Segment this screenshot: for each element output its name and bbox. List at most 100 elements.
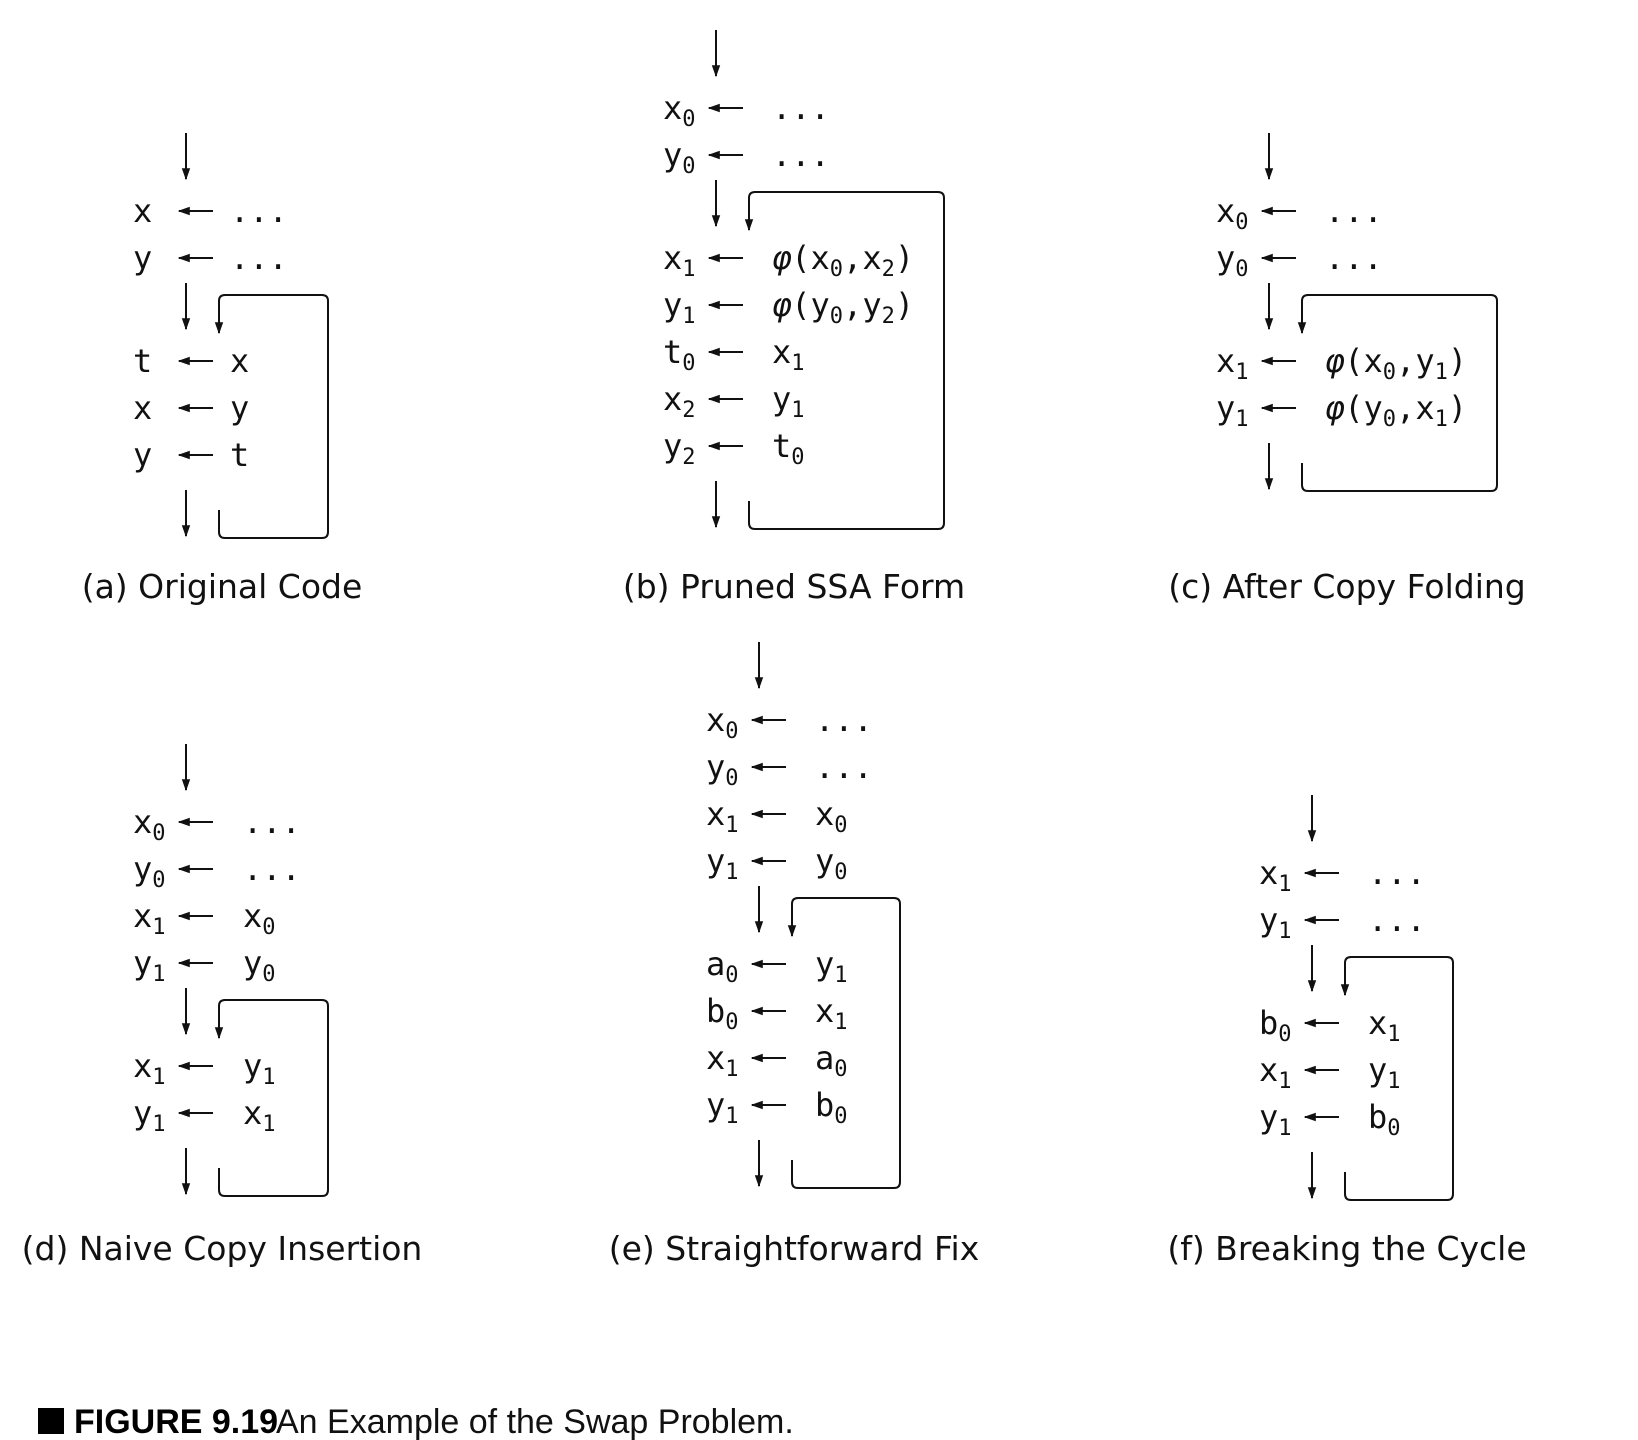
phi-symbol: φ: [1325, 389, 1345, 427]
assign-source-subscript: 1: [834, 1010, 847, 1035]
figure-bullet-square: [38, 1408, 64, 1434]
assign-target: y0: [663, 136, 696, 179]
assign-target-subscript: 0: [1235, 257, 1248, 282]
assign-target: y1: [133, 944, 166, 987]
panel-caption: (b) Pruned SSA Form: [623, 567, 965, 606]
phi-arg-name: x: [811, 239, 830, 277]
loop-back-edge: [214, 294, 329, 539]
assign-target: y0: [1216, 239, 1249, 282]
assign-target-subscript: 0: [152, 821, 165, 846]
assign-source: ...: [815, 701, 873, 739]
assign-target-subscript: 1: [1235, 360, 1248, 385]
assign-target: y0: [133, 850, 166, 893]
assign-target: x1: [706, 1039, 739, 1082]
assign-target: x1: [133, 1047, 166, 1090]
phi-arg-name: y: [1415, 342, 1434, 380]
assign-target-name: x: [1216, 342, 1235, 380]
phi-arg-subscript: 2: [882, 257, 895, 282]
assign-target-subscript: 0: [725, 1010, 738, 1035]
assign-target: t: [133, 342, 152, 380]
phi-arg-subscript: 1: [1435, 360, 1448, 385]
assign-target: y1: [1259, 901, 1292, 944]
assign-target: x1: [706, 795, 739, 838]
assign-source: b0: [815, 1086, 848, 1129]
assign-source-name: b: [1368, 1098, 1387, 1136]
assign-target: x1: [1259, 1051, 1292, 1094]
assign-target: a0: [706, 945, 739, 988]
paren: (: [791, 239, 810, 277]
punctuation: ): [1448, 342, 1467, 380]
assign-target-name: x: [663, 89, 682, 127]
assign-target: x1: [1259, 854, 1292, 897]
code-line: x...: [133, 192, 288, 230]
assign-target-subscript: 2: [682, 445, 695, 470]
assign-target-name: y: [663, 427, 682, 465]
loop-back-edge: [787, 897, 901, 1189]
assign-source-name: x: [815, 992, 834, 1030]
punctuation: ): [895, 286, 914, 324]
assign-target-name: x: [133, 1047, 152, 1085]
assign-target: x1: [133, 897, 166, 940]
assign-source-subscript: 1: [791, 398, 804, 423]
phi-expression: φ(x0,x2): [772, 239, 914, 282]
assign-target: x0: [133, 803, 166, 846]
assign-source-name: y: [1368, 1051, 1387, 1089]
code-line: y0...: [706, 748, 873, 791]
phi-arg-subscript: 0: [830, 304, 843, 329]
phi-arg-name: y: [862, 286, 881, 324]
code-line: y2 t0: [663, 427, 805, 470]
assign-source: t0: [772, 427, 805, 470]
assign-target: y: [133, 436, 152, 474]
assign-target-subscript: 1: [725, 1104, 738, 1129]
assign-source: x1: [243, 1094, 276, 1137]
assign-target-subscript: 1: [682, 304, 695, 329]
assign-target-subscript: 0: [725, 719, 738, 744]
assign-source-name: ...: [1325, 192, 1383, 230]
paren: (: [1344, 389, 1363, 427]
assign-target: x0: [663, 89, 696, 132]
assign-target: y1: [1216, 389, 1249, 432]
loop-back-edge: [1297, 294, 1498, 492]
assign-source-subscript: 0: [834, 1057, 847, 1082]
assign-target: y2: [663, 427, 696, 470]
panel-caption: (f) Breaking the Cycle: [1167, 1229, 1526, 1268]
panel-caption: (d) Naive Copy Insertion: [22, 1229, 423, 1268]
assign-target: x0: [1216, 192, 1249, 235]
phi-arg-name: x: [1415, 389, 1434, 427]
phi-arg-subscript: 0: [1383, 407, 1396, 432]
assign-source-name: b: [815, 1086, 834, 1124]
phi-arg-name: y: [811, 286, 830, 324]
assign-source-name: a: [815, 1039, 834, 1077]
assign-target-name: x: [706, 795, 725, 833]
assign-source: y1: [1368, 1051, 1401, 1094]
assign-source-subscript: 0: [262, 915, 275, 940]
code-line: x1...: [1259, 854, 1426, 897]
code-line: x0...: [663, 89, 830, 132]
assign-target-subscript: 1: [1278, 1069, 1291, 1094]
assign-source: ...: [1368, 901, 1426, 939]
panel-caption: (e) Straightforward Fix: [609, 1229, 979, 1268]
loop-back-edge: [214, 999, 329, 1197]
assign-source-subscript: 1: [262, 1112, 275, 1137]
assign-source: x1: [1368, 1004, 1401, 1047]
assign-source: ...: [1325, 239, 1383, 277]
assign-target: x: [133, 192, 152, 230]
assign-source-name: y: [230, 389, 249, 427]
assign-source-name: ...: [815, 748, 873, 786]
assign-source-name: ...: [230, 239, 288, 277]
assign-source-name: ...: [772, 136, 830, 174]
assign-target: x0: [706, 701, 739, 744]
assign-target-subscript: 0: [152, 868, 165, 893]
assign-target: x2: [663, 380, 696, 423]
